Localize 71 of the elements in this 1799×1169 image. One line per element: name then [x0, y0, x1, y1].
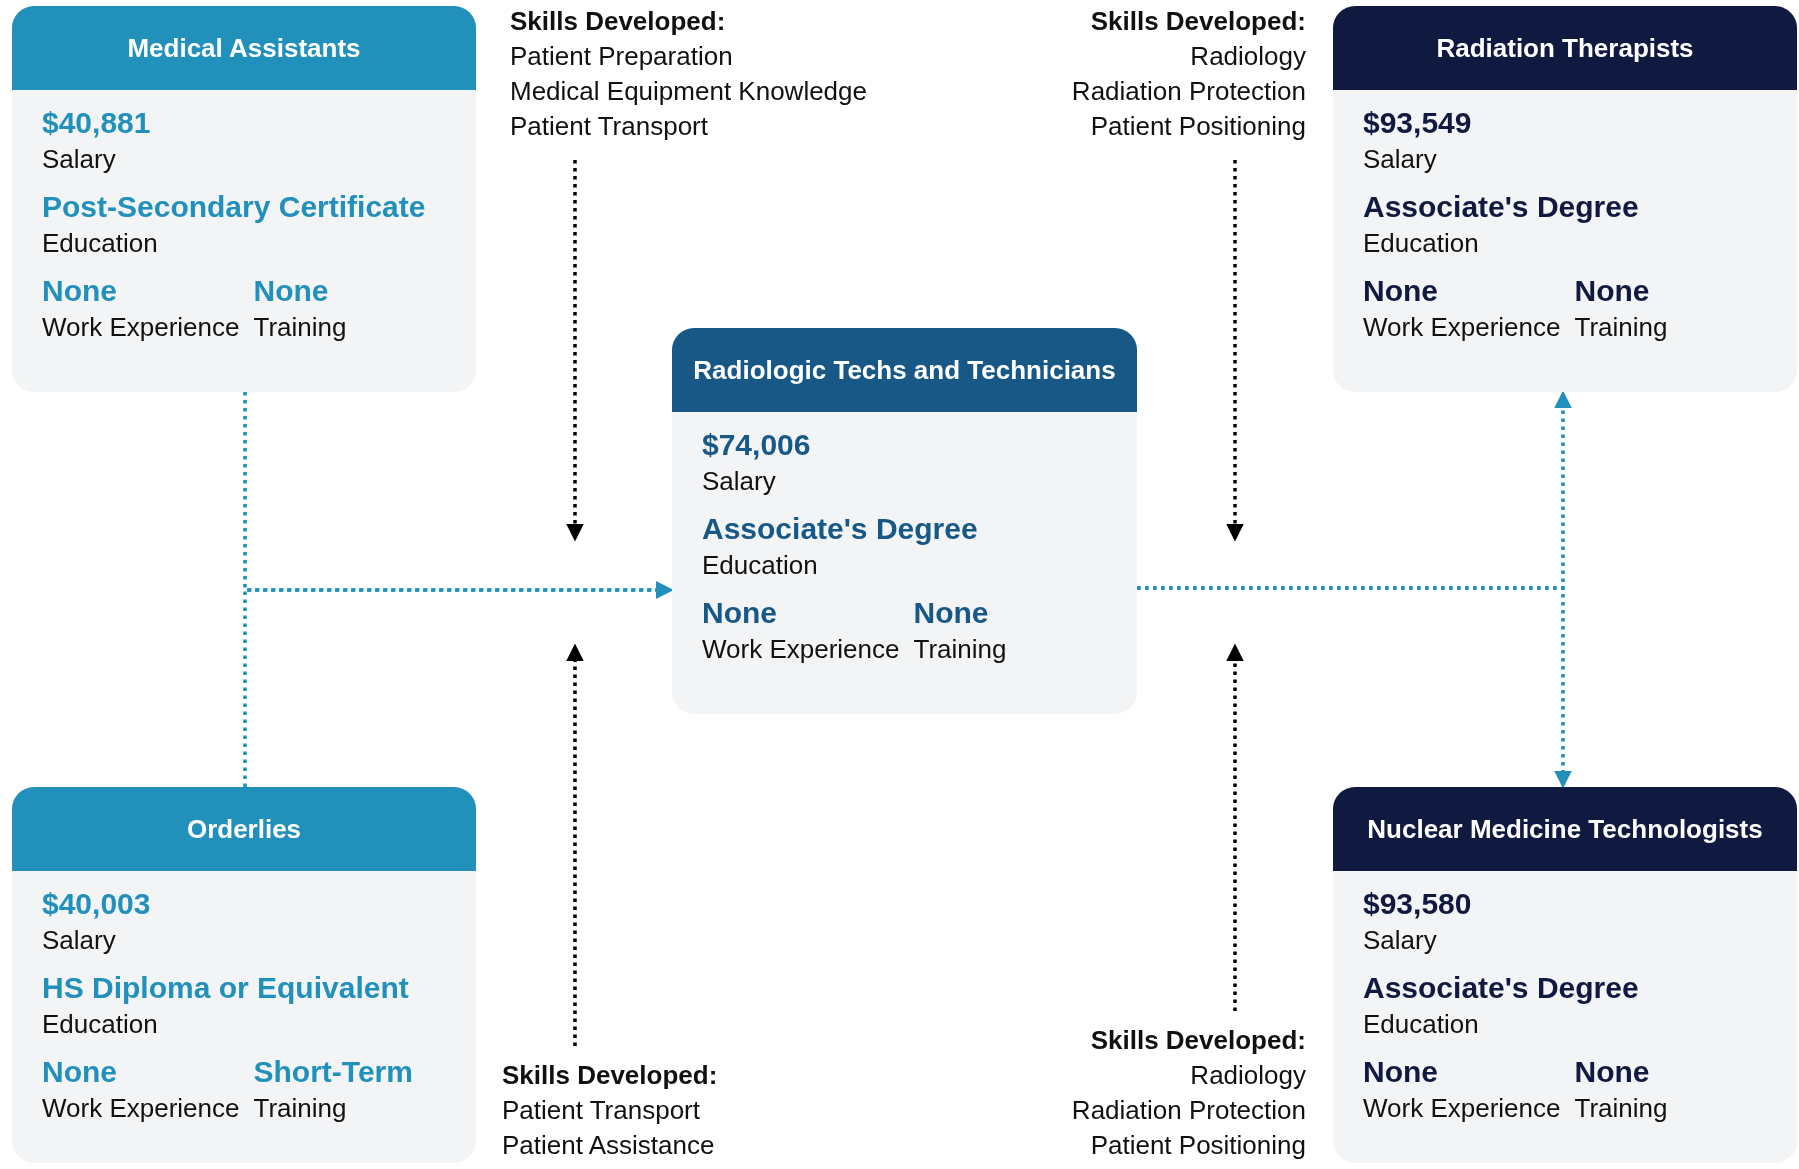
skill-item: Patient Transport: [502, 1094, 701, 1127]
experience-label: Work Experience: [1363, 311, 1561, 344]
experience-label: Work Experience: [1363, 1092, 1561, 1125]
skill-item: Radiology: [1189, 1059, 1306, 1092]
training-value: None: [253, 273, 330, 309]
education-label: Education: [702, 549, 819, 582]
education-value: Post-Secondary Certificate: [42, 189, 427, 225]
training-value: Short-Term: [253, 1054, 413, 1090]
education-value: Associate's Degree: [702, 511, 979, 547]
skills-heading: Skills Developed:: [502, 1059, 719, 1092]
education-value: Associate's Degree: [1363, 970, 1640, 1006]
salary-value: $40,003: [42, 886, 152, 922]
salary-label: Salary: [1363, 924, 1438, 957]
education-label: Education: [1363, 1008, 1480, 1041]
skills-heading: Skills Developed:: [1089, 5, 1306, 38]
education-value: Associate's Degree: [1363, 189, 1640, 225]
experience-value: None: [702, 595, 778, 631]
skill-item: Patient Assistance: [502, 1129, 716, 1162]
card-header: Medical Assistants: [12, 6, 476, 90]
card-header: Radiologic Techs and Technicians: [672, 328, 1137, 412]
skills-heading: Skills Developed:: [510, 5, 727, 38]
card-header: Orderlies: [12, 787, 476, 871]
arrow: [243, 581, 674, 787]
education-label: Education: [42, 1008, 159, 1041]
skill-item: Patient Positioning: [1089, 110, 1306, 143]
experience-label: Work Experience: [42, 311, 240, 344]
skill-item: Medical Equipment Knowledge: [510, 75, 868, 108]
skill-item: Radiology: [1189, 40, 1306, 73]
salary-value: $93,549: [1363, 105, 1473, 141]
card-header: Radiation Therapists: [1333, 6, 1797, 90]
arrow: [1137, 586, 1572, 789]
salary-label: Salary: [702, 465, 777, 498]
salary-label: Salary: [1363, 143, 1438, 176]
training-value: None: [1574, 1054, 1651, 1090]
experience-label: Work Experience: [702, 633, 900, 666]
skill-item: Patient Positioning: [1089, 1129, 1306, 1162]
skill-item: Patient Transport: [510, 110, 709, 143]
career-card: [1333, 787, 1797, 1163]
arrow: [566, 643, 584, 1046]
training-label: Training: [1574, 1092, 1668, 1125]
training-value: None: [913, 595, 990, 631]
salary-value: $93,580: [1363, 886, 1473, 922]
career-card: [672, 328, 1137, 714]
training-label: Training: [1574, 311, 1668, 344]
experience-value: None: [42, 273, 118, 309]
experience-value: None: [1363, 1054, 1439, 1090]
training-label: Training: [253, 1092, 348, 1125]
experience-value: None: [1363, 273, 1439, 309]
arrow: [1226, 643, 1244, 1011]
skills-heading: Skills Developed:: [1089, 1024, 1306, 1057]
training-value: None: [1574, 273, 1651, 309]
skill-item: Radiation Protection: [1070, 75, 1306, 108]
training-label: Training: [913, 633, 1007, 666]
salary-value: $74,006: [702, 427, 812, 463]
experience-label: Work Experience: [42, 1092, 240, 1125]
salary-label: Salary: [42, 924, 117, 957]
education-label: Education: [1363, 227, 1480, 260]
education-label: Education: [42, 227, 159, 260]
training-label: Training: [253, 311, 347, 344]
arrow: [1226, 160, 1244, 542]
career-card: [12, 787, 476, 1163]
arrow: [566, 160, 584, 542]
skill-item: Patient Preparation: [510, 40, 734, 73]
salary-value: $40,881: [42, 105, 152, 141]
education-value: HS Diploma or Equivalent: [42, 970, 410, 1006]
career-card: [12, 6, 476, 392]
card-header: Nuclear Medicine Technologists: [1333, 787, 1797, 871]
salary-label: Salary: [42, 143, 117, 176]
career-card: [1333, 6, 1797, 392]
experience-value: None: [42, 1054, 118, 1090]
skill-item: Radiation Protection: [1070, 1094, 1306, 1127]
